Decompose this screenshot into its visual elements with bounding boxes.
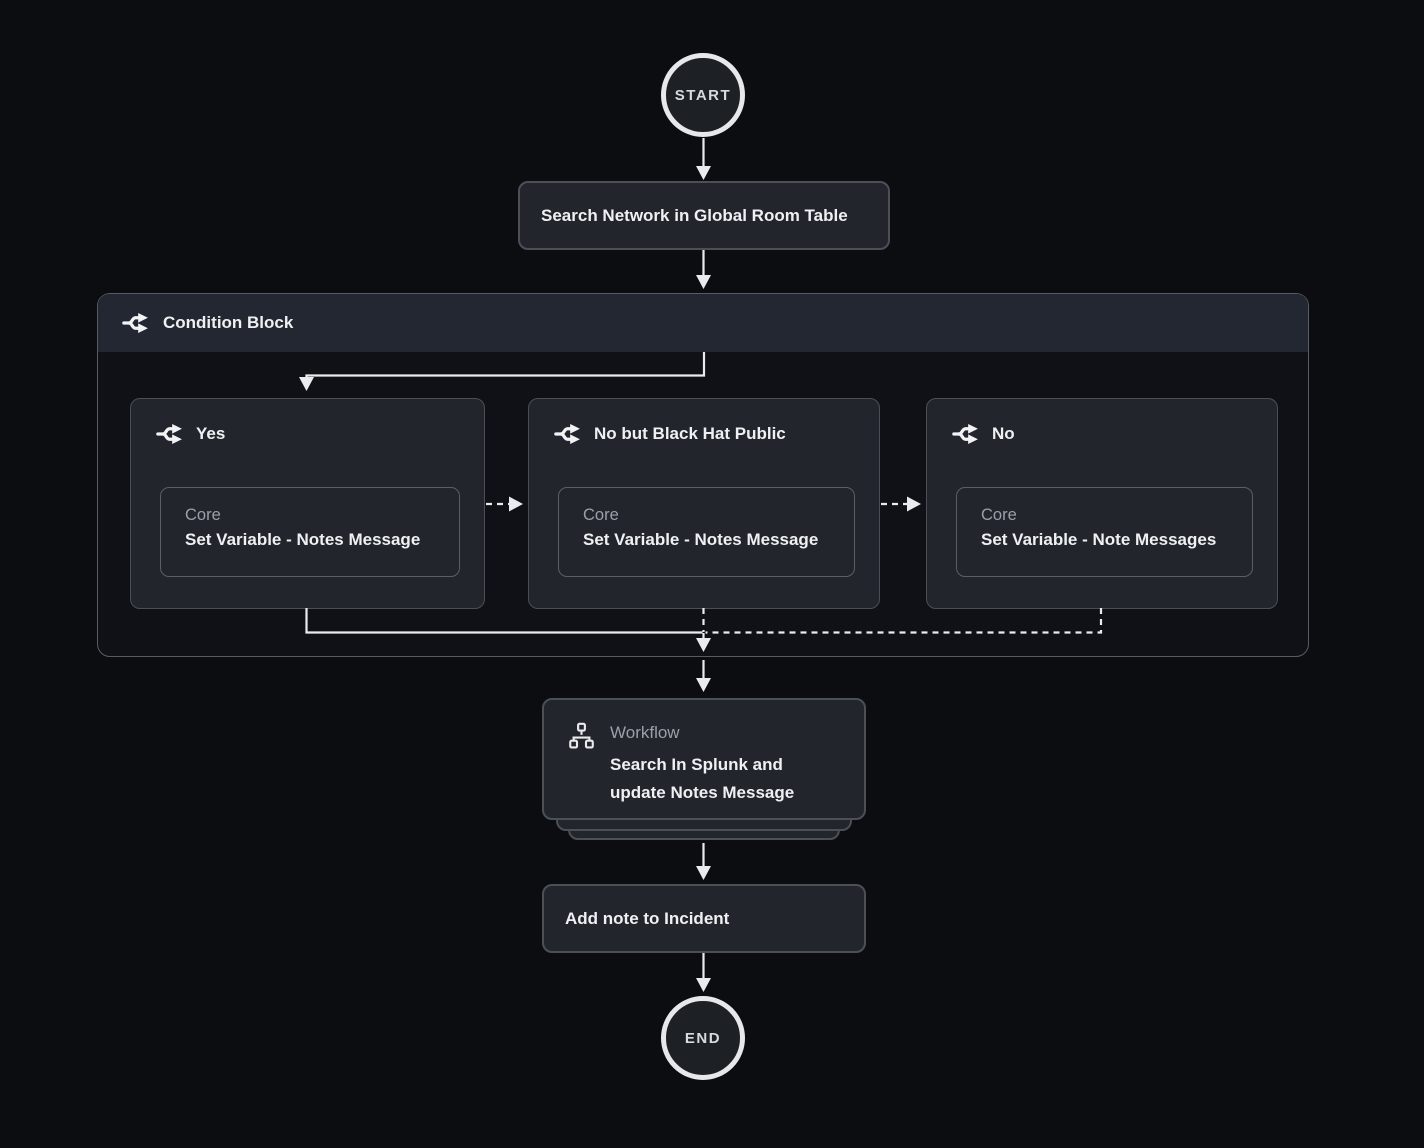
branch-no[interactable]: No Core Set Variable - Note Messages [926, 398, 1278, 609]
branch-yes-card[interactable]: Core Set Variable - Notes Message [160, 487, 460, 577]
start-node[interactable]: START [661, 53, 745, 137]
branch-icon [952, 424, 978, 444]
action-add-note-to-incident[interactable]: Add note to Incident [542, 884, 866, 953]
branch-no-header: No [951, 421, 1015, 447]
card-title: Set Variable - Notes Message [185, 530, 421, 549]
condition-block-label: Condition Block [163, 313, 294, 332]
branch-yes-label: Yes [196, 424, 226, 443]
branch-yes-header: Yes [155, 421, 225, 447]
card-title: Set Variable - Note Messages [981, 530, 1217, 549]
end-node[interactable]: END [661, 996, 745, 1080]
workflow-title: Search In Splunk and update Notes Messag… [610, 755, 795, 802]
hierarchy-icon [569, 722, 594, 749]
branch-blackhat-card[interactable]: Core Set Variable - Notes Message [558, 487, 855, 577]
branch-no-label: No [992, 424, 1015, 443]
branch-blackhat-label: No but Black Hat Public [594, 424, 786, 443]
card-category: Core [981, 506, 1017, 524]
branch-icon [122, 313, 148, 333]
action-add-note-label: Add note to Incident [565, 908, 730, 928]
action-search-network[interactable]: Search Network in Global Room Table [518, 181, 890, 250]
end-label: END [684, 1029, 722, 1047]
branch-icon [156, 424, 182, 444]
workflow-search-splunk[interactable]: Workflow Search In Splunk and update Not… [542, 698, 866, 820]
condition-block-header[interactable]: Condition Block [98, 294, 1308, 352]
branch-blackhat-header: No but Black Hat Public [553, 421, 786, 447]
start-label: START [674, 86, 732, 104]
workflow-category-label: Workflow [610, 723, 680, 742]
branch-no-but-black-hat-public[interactable]: No but Black Hat Public Core Set Variabl… [528, 398, 880, 609]
branch-no-card[interactable]: Core Set Variable - Note Messages [956, 487, 1253, 577]
card-category: Core [583, 506, 619, 524]
branch-yes[interactable]: Yes Core Set Variable - Notes Message [130, 398, 485, 609]
card-category: Core [185, 506, 221, 524]
branch-icon [554, 424, 580, 444]
card-title: Set Variable - Notes Message [583, 530, 819, 549]
action-search-network-label: Search Network in Global Room Table [541, 205, 848, 225]
condition-block[interactable]: Condition Block Yes Core Set Variable - … [97, 293, 1309, 657]
